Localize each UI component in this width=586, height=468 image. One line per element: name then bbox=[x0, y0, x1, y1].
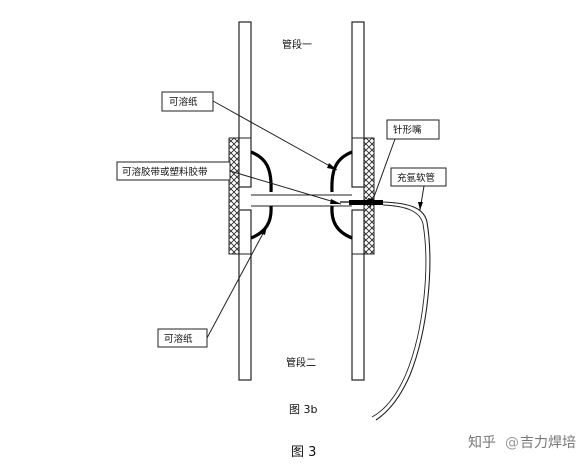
callout-argon-hose: 充氩软管 bbox=[390, 167, 447, 211]
needle-nozzle bbox=[340, 200, 383, 205]
figure-caption-sub: 图 3b bbox=[289, 403, 317, 416]
watermark-author: 吉力焊培 bbox=[520, 435, 576, 451]
soluble-paper-dam-right bbox=[330, 150, 353, 240]
lower-pipe-label: 管段二 bbox=[286, 356, 316, 369]
callout-soluble-paper-top-text: 可溶纸 bbox=[169, 96, 198, 108]
callout-needle: 针形嘴 bbox=[368, 119, 440, 209]
callout-soluble-paper-top: 可溶纸 bbox=[161, 91, 338, 171]
argon-hose-inner bbox=[371, 204, 427, 418]
figure-caption-main: 图 3 bbox=[291, 445, 316, 460]
argon-hose bbox=[375, 201, 431, 421]
callout-tape-text: 可溶胶带或塑料胶带 bbox=[122, 166, 208, 178]
callout-soluble-paper-bottom: 可溶纸 bbox=[157, 225, 268, 348]
upper-pipe-segment bbox=[238, 21, 365, 188]
tape-wrap-left bbox=[228, 137, 251, 255]
watermark: 知乎 @ 吉力焊培 bbox=[468, 434, 576, 451]
callout-needle-text: 针形嘴 bbox=[393, 124, 422, 136]
callout-tape: 可溶胶带或塑料胶带 bbox=[116, 161, 342, 205]
watermark-at: @ bbox=[505, 435, 519, 451]
lower-pipe-segment bbox=[238, 209, 365, 381]
soluble-paper-dam-left bbox=[250, 150, 273, 240]
upper-pipe-label: 管段一 bbox=[282, 38, 312, 51]
callout-soluble-paper-bottom-text: 可溶纸 bbox=[164, 333, 193, 345]
callout-argon-hose-text: 充氩软管 bbox=[397, 172, 435, 184]
watermark-site: 知乎 bbox=[468, 434, 496, 451]
